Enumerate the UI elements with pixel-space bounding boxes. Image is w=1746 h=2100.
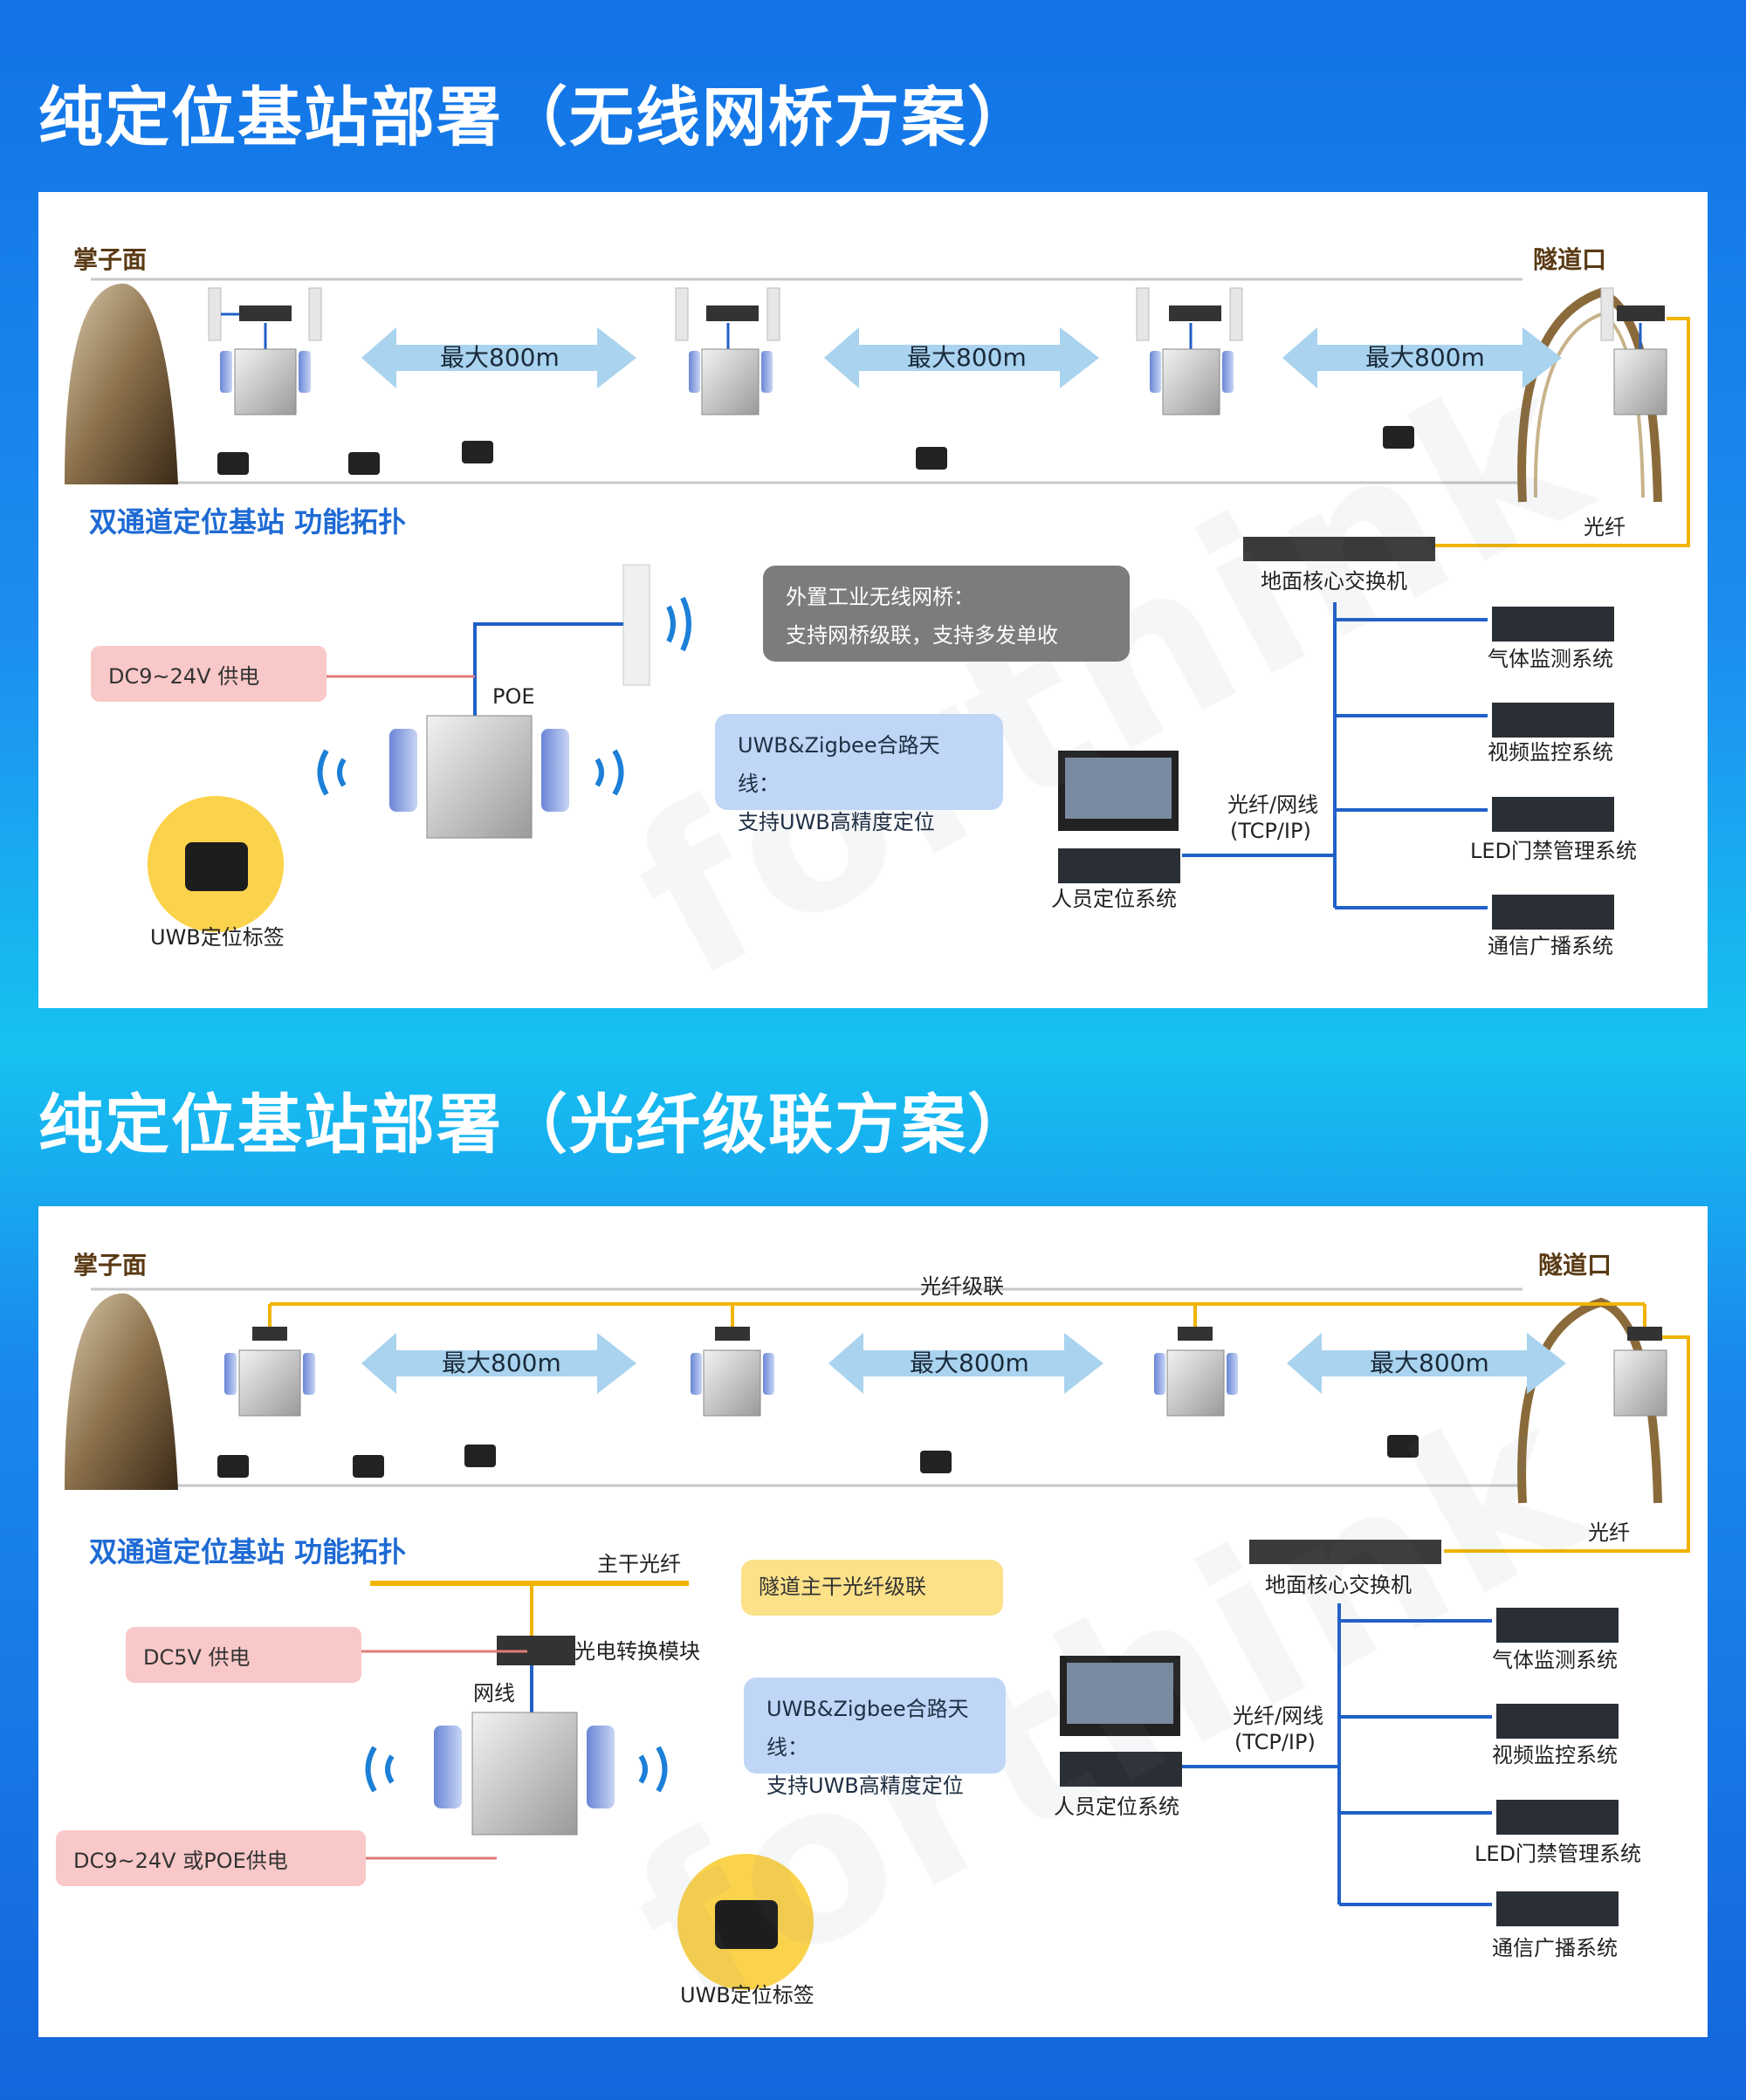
wifi-icons [365,1746,668,1793]
core-switch-image [1243,537,1435,561]
fiber-label: 光纤 [1584,515,1626,539]
servers [1496,1608,1619,1926]
system-label-gas: 气体监测系统 [1488,647,1613,671]
bridge-bubble-line2: 支持网桥级联，支持多发单收 [786,623,1058,648]
section1-title: 纯定位基站部署（无线网桥方案） [38,80,1034,155]
tunnel-face-label: 掌子面 [73,1251,148,1280]
fiber-label: 光纤 [1588,1520,1630,1545]
base-station-3 [1136,287,1243,415]
bridge-bubble: 外置工业无线网桥： 支持网桥级联，支持多发单收 [763,566,1130,662]
tunnel-tags [217,1435,1419,1478]
network-cable-label: 网线 [473,1681,515,1705]
system-label-broadcast: 通信广播系统 [1488,934,1613,958]
antenna-bubble-line2: 支持UWB高精度定位 [766,1774,964,1798]
uwb-tag-label: UWB定位标签 [150,925,285,950]
base-station-2 [675,287,780,415]
system-label-gas: 气体监测系统 [1492,1648,1618,1672]
base-station-4 [1600,287,1667,415]
large-base-station [471,1712,578,1836]
wireless-bridge-image [622,564,650,686]
antenna-bubble-line1: UWB&Zigbee合路天线： [766,1697,969,1760]
tunnel-face-image [65,283,178,484]
converter-label: 光电转换模块 [574,1639,700,1664]
section2-panel: forthink 掌子面 隧道口 光纤级联 最大800m 最大800m 最大80… [38,1206,1708,2037]
power-5v-box: DC5V 供电 [126,1627,361,1683]
section2-title: 纯定位基站部署（光纤级联方案） [38,1088,1034,1163]
base-station-1 [208,287,322,415]
positioning-system-label: 人员定位系统 [1051,887,1177,911]
power-box: DC9~24V 或POE供电 [56,1830,366,1886]
link-label-2: (TCP/IP) [1234,1730,1316,1754]
network-links [1182,602,1488,909]
antenna-bubble-line1: UWB&Zigbee合路天线： [738,733,940,796]
distance-label-1: 最大800m [440,343,560,372]
poe-label: POE [492,684,535,709]
distance-label-1: 最大800m [442,1349,561,1377]
section1-panel: forthink 掌子面 隧道口 最大800m 最大800m 最大800m 双通… [38,192,1708,1008]
distance-arrows [361,327,1562,388]
fiber-cascade [268,1302,1690,1553]
antenna-bubble: UWB&Zigbee合路天线： 支持UWB高精度定位 [715,714,1003,834]
system-label-broadcast: 通信广播系统 [1492,1936,1618,1960]
distance-label-2: 最大800m [907,343,1027,372]
antenna-bubble-line2: 支持UWB高精度定位 [738,810,935,834]
uwb-tag-label: UWB定位标签 [680,1983,815,2007]
distance-label-3: 最大800m [1370,1349,1489,1377]
positioning-server-image [1058,848,1180,883]
fiber-line [1435,317,1690,547]
antenna-bubble: UWB&Zigbee合路天线： 支持UWB高精度定位 [744,1678,1006,1798]
link-label-1: 光纤/网线 [1227,793,1319,817]
positioning-server-image [1060,1752,1182,1787]
section2-diagram [65,1287,1690,1990]
wifi-icons [317,596,691,796]
tunnel-exit-label: 隧道口 [1533,245,1607,274]
positioning-system-label: 人员定位系统 [1054,1795,1179,1819]
distance-label-2: 最大800m [910,1349,1029,1377]
link-label-2: (TCP/IP) [1230,819,1311,843]
trunk-bubble: 隧道主干光纤级联 [741,1560,1003,1616]
distance-label-3: 最大800m [1365,343,1485,372]
core-switch-label: 地面核心交换机 [1265,1573,1412,1597]
tunnel-tags [217,426,1414,475]
topology-title: 双通道定位基站 功能拓扑 [89,505,407,539]
tunnel-exit-label: 隧道口 [1538,1251,1612,1280]
large-base-station [426,715,533,839]
link-label-1: 光纤/网线 [1233,1704,1324,1728]
fiber-cascade-label: 光纤级联 [920,1274,1004,1299]
trunk-fiber-label: 主干光纤 [597,1552,681,1576]
system-label-led: LED门禁管理系统 [1470,839,1638,863]
power-box: DC9~24V 供电 [91,646,327,702]
tunnel-face-label: 掌子面 [73,245,148,274]
distance-arrows [361,1333,1566,1394]
poe-line [473,622,623,724]
topology-title: 双通道定位基站 功能拓扑 [89,1535,407,1568]
tunnel-face-image [65,1293,178,1490]
base-stations [224,1327,1667,1417]
system-label-led: LED门禁管理系统 [1474,1842,1642,1866]
system-label-video: 视频监控系统 [1492,1743,1618,1767]
servers [1492,607,1614,930]
core-switch-image [1249,1540,1441,1564]
network-links [1182,1603,1492,1906]
system-label-video: 视频监控系统 [1488,740,1613,765]
core-switch-label: 地面核心交换机 [1261,569,1407,594]
section1-diagram [65,278,1690,932]
bridge-bubble-line1: 外置工业无线网桥： [786,585,974,609]
